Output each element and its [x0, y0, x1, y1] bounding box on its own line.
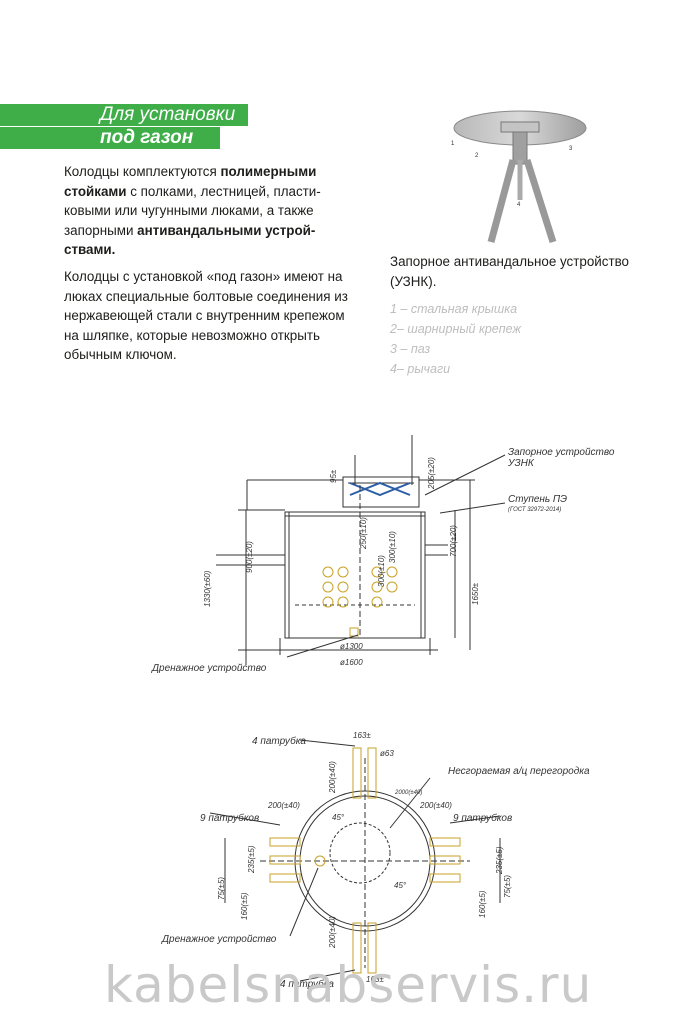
lock-label: Запорное устройство: [508, 447, 615, 458]
dim-75b: 75(±5): [503, 875, 512, 898]
device-legend: 1 – стальная крышка 2– шарнирный крепеж …: [390, 299, 521, 379]
callout-3: 3: [569, 146, 573, 152]
dim-45a: 45°: [332, 813, 345, 822]
intro-bold-b: антивандальными устрой­ствами.: [64, 222, 316, 258]
dim-2000: 2000(±40): [394, 790, 422, 796]
dim-163a: 163±: [353, 731, 371, 740]
dim-1650: 1650±: [471, 582, 480, 605]
step-gost: (ГОСТ 32972-2014): [508, 507, 561, 513]
pipes4-bottom-label: 4 патрубка: [280, 978, 334, 990]
intro-bold-a: полимерными стойками: [64, 164, 317, 199]
dim-160b: 160(±5): [478, 890, 487, 918]
legend-item: 2– шарнирный крепеж: [390, 322, 522, 336]
intro-paragraph-2: Колодцы с установкой «под газон» имеют н…: [64, 269, 348, 362]
dim-900: 900(±20): [245, 541, 254, 573]
section-drawing: Запорное устройство УЗНК Ступень ПЭ (ГОС…: [151, 435, 615, 674]
callout-1: 1: [451, 141, 455, 147]
dim-45b: 45°: [394, 881, 407, 890]
intro-paragraph-1: Колодцы комплектуются полимерными стойка…: [64, 162, 354, 260]
dim-160a: 160(±5): [240, 892, 249, 920]
dim-1600: ø1600: [340, 658, 363, 667]
plan-drain-label: Дренажное устройство: [161, 934, 277, 945]
watermark: kabelsnabservis.ru: [104, 956, 593, 1014]
pipes9-right-label: 9 патрубков: [453, 812, 512, 824]
dim-205: 205(±20): [427, 457, 436, 490]
device-illustration: 1 2 3 4: [451, 110, 587, 244]
dim-200c: 200(±40): [328, 761, 337, 794]
dim-63: ø63: [380, 749, 394, 758]
dim-1300: ø1300: [340, 642, 363, 651]
dim-200b: 200(±40): [419, 801, 452, 810]
dim-75a: 75(±5): [217, 877, 226, 900]
pipes4-top-label: 4 патрубка: [252, 735, 306, 747]
dim-300b: 300(±10): [377, 555, 386, 587]
plan-drawing: 4 патрубка 4 патрубка 9 патрубков 9 патр…: [161, 731, 590, 990]
legend-item: 1 – стальная крышка: [390, 302, 518, 316]
intro-text-b: с полками, лестницей, пласти­ковыми или …: [64, 183, 321, 238]
partition-label: Несгораемая а/ц перегородка: [448, 766, 590, 777]
callout-4: 4: [517, 202, 521, 208]
callout-2: 2: [475, 153, 479, 159]
dim-163b: 163±: [366, 975, 384, 984]
dim-235a: 235(±5): [247, 845, 256, 874]
dim-200a: 200(±40): [267, 801, 300, 810]
legend-item: 3 – паз: [390, 342, 431, 356]
banner-line-1-text: Для установки: [100, 104, 236, 125]
banner-line-1: Для установки: [0, 104, 248, 126]
dim-1330: 1330(±60): [203, 570, 212, 607]
dim-250: 250(±10): [359, 517, 368, 550]
dim-200d: 200(±40): [328, 916, 337, 949]
banner-line-2-text: под газон: [100, 127, 194, 148]
device-caption: Запорное антивандальное устройство (УЗНК…: [390, 254, 629, 289]
banner-line-2: под газон: [0, 127, 220, 149]
dim-700: 700(±20): [449, 525, 458, 557]
drain-label: Дренажное устройство: [151, 663, 267, 674]
lock-label-2: УЗНК: [507, 458, 535, 469]
dim-300a: 300(±10): [388, 531, 397, 563]
legend-item: 4– рычаги: [390, 362, 451, 376]
intro-text-a: Колодцы комплектуются: [64, 164, 221, 179]
dim-95: 95±: [329, 469, 338, 483]
pipes9-left-label: 9 патрубков: [200, 812, 259, 824]
dim-235b: 235(±5): [495, 846, 504, 875]
step-label: Ступень ПЭ: [508, 494, 567, 505]
